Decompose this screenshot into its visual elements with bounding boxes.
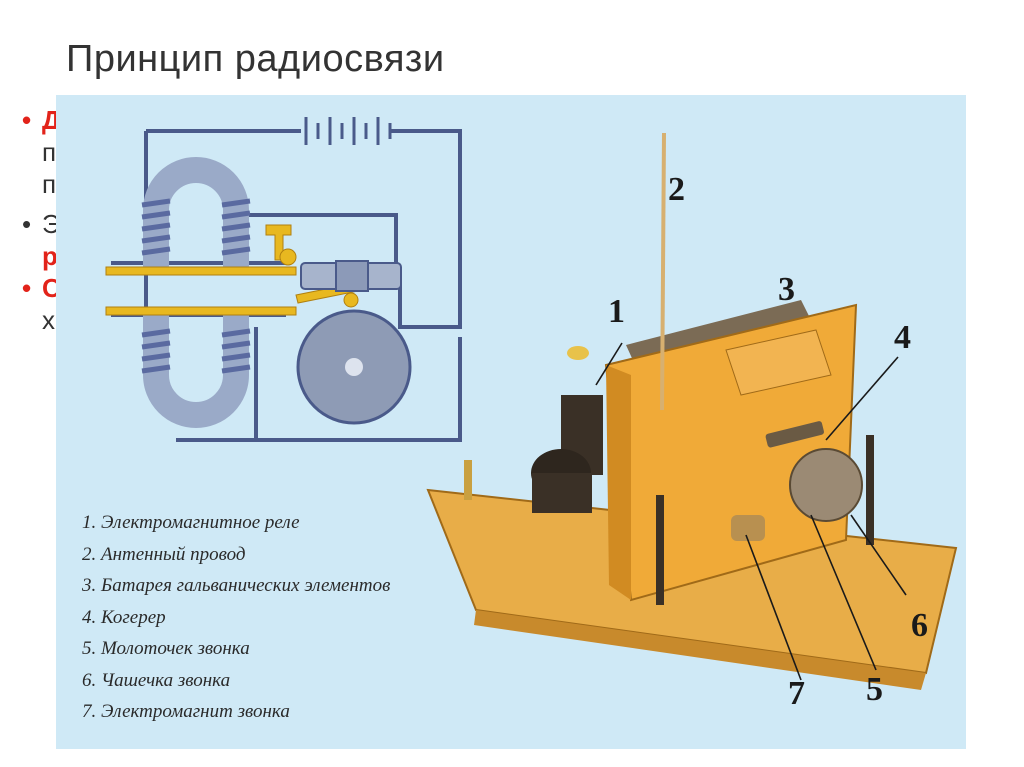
- figure-graphics: [105, 117, 958, 690]
- legend-item: 4. Когерер: [82, 606, 166, 628]
- radio-receiver-figure: 2 1 3 4 6 5 7 1. Электромагнитное реле 2…: [56, 95, 966, 749]
- figure-legend: 1. Электромагнитное реле 2. Антенный про…: [82, 507, 390, 728]
- legend-item: 7. Электромагнит звонка: [82, 701, 290, 722]
- callout-6: 6: [911, 607, 928, 644]
- slide-title: Принцип радиосвязи: [66, 38, 445, 80]
- bullet-item: п: [42, 169, 57, 199]
- callout-3: 3: [778, 271, 795, 308]
- coherer-tube: [300, 260, 402, 292]
- legend-item: 5. Молоточек звонка: [82, 638, 250, 659]
- bullet-item: •Д: [22, 105, 61, 135]
- apparatus-drawing: [426, 132, 958, 690]
- legend-item: 2. Антенный провод: [82, 543, 246, 565]
- callout-1: 1: [608, 293, 625, 330]
- relay-electromagnet: [141, 157, 251, 428]
- bullet-item: х: [42, 305, 55, 335]
- battery-symbol: [304, 117, 392, 145]
- legend-item: 3. Батарея гальванических элементов: [82, 575, 391, 596]
- bullet-item: р: [42, 241, 58, 271]
- bullet-item: п: [42, 137, 57, 167]
- callout-5: 5: [866, 671, 883, 708]
- callout-2: 2: [668, 171, 685, 208]
- callout-4: 4: [894, 319, 911, 356]
- legend-item: 1. Электромагнитное реле: [82, 512, 300, 533]
- legend-item: 6. Чашечка звонка: [82, 669, 231, 691]
- bell-bowl: [296, 309, 412, 425]
- callout-7: 7: [788, 675, 805, 712]
